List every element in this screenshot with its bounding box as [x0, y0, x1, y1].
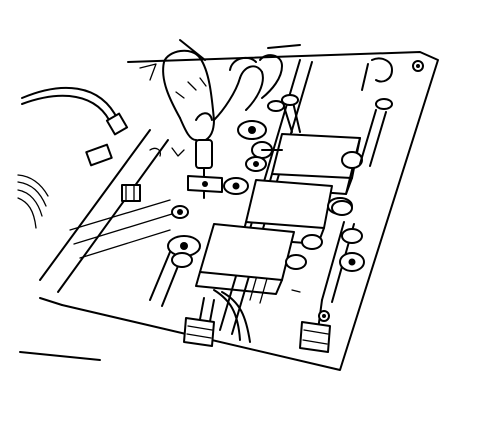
right-boots: [171, 57, 424, 303]
misc-details: [139, 63, 301, 293]
harness-connector-icon: [121, 184, 141, 202]
lower-boots: [183, 289, 331, 353]
engine-panel: [19, 39, 439, 371]
connector-icon: [195, 139, 213, 169]
wiring-harness: [17, 86, 173, 293]
ignition-coil-icon: [237, 94, 363, 195]
ignition-coil-icon: [167, 223, 323, 295]
ignition-coil-icon: [223, 156, 353, 245]
hand-icon: [162, 49, 283, 199]
